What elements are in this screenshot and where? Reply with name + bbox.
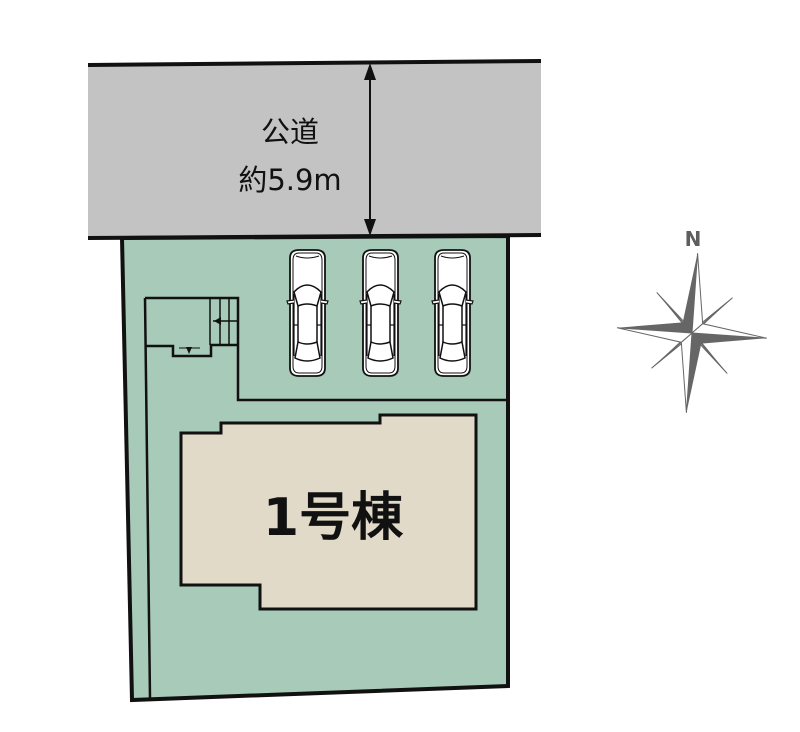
- road-width-label: 約5.9m: [238, 163, 341, 197]
- road-edge-top: [87, 59, 542, 67]
- arrow-left-icon: [214, 317, 221, 325]
- road-label: 公道: [261, 115, 319, 149]
- road-area: [88, 61, 541, 238]
- arrow-down-icon: [364, 219, 376, 236]
- north-label: N: [685, 227, 702, 251]
- road-width-dimension: [364, 63, 376, 236]
- arrow-down-icon: [186, 347, 192, 354]
- car-icon: [431, 249, 474, 377]
- building-label: 1号棟: [263, 488, 404, 548]
- building-1: 1号棟: [179, 413, 478, 611]
- arrow-up-icon: [364, 63, 376, 80]
- compass-rose: N: [617, 227, 767, 413]
- car-icon: [359, 249, 402, 377]
- parking-spaces: [286, 249, 474, 377]
- compass-icon: [617, 253, 767, 413]
- left-strip-line: [143, 297, 152, 699]
- car-icon: [286, 249, 329, 377]
- parking-boundary: [145, 296, 507, 402]
- entrance-porch: [145, 298, 238, 358]
- public-road: [87, 59, 542, 240]
- building-footprint: [179, 413, 478, 611]
